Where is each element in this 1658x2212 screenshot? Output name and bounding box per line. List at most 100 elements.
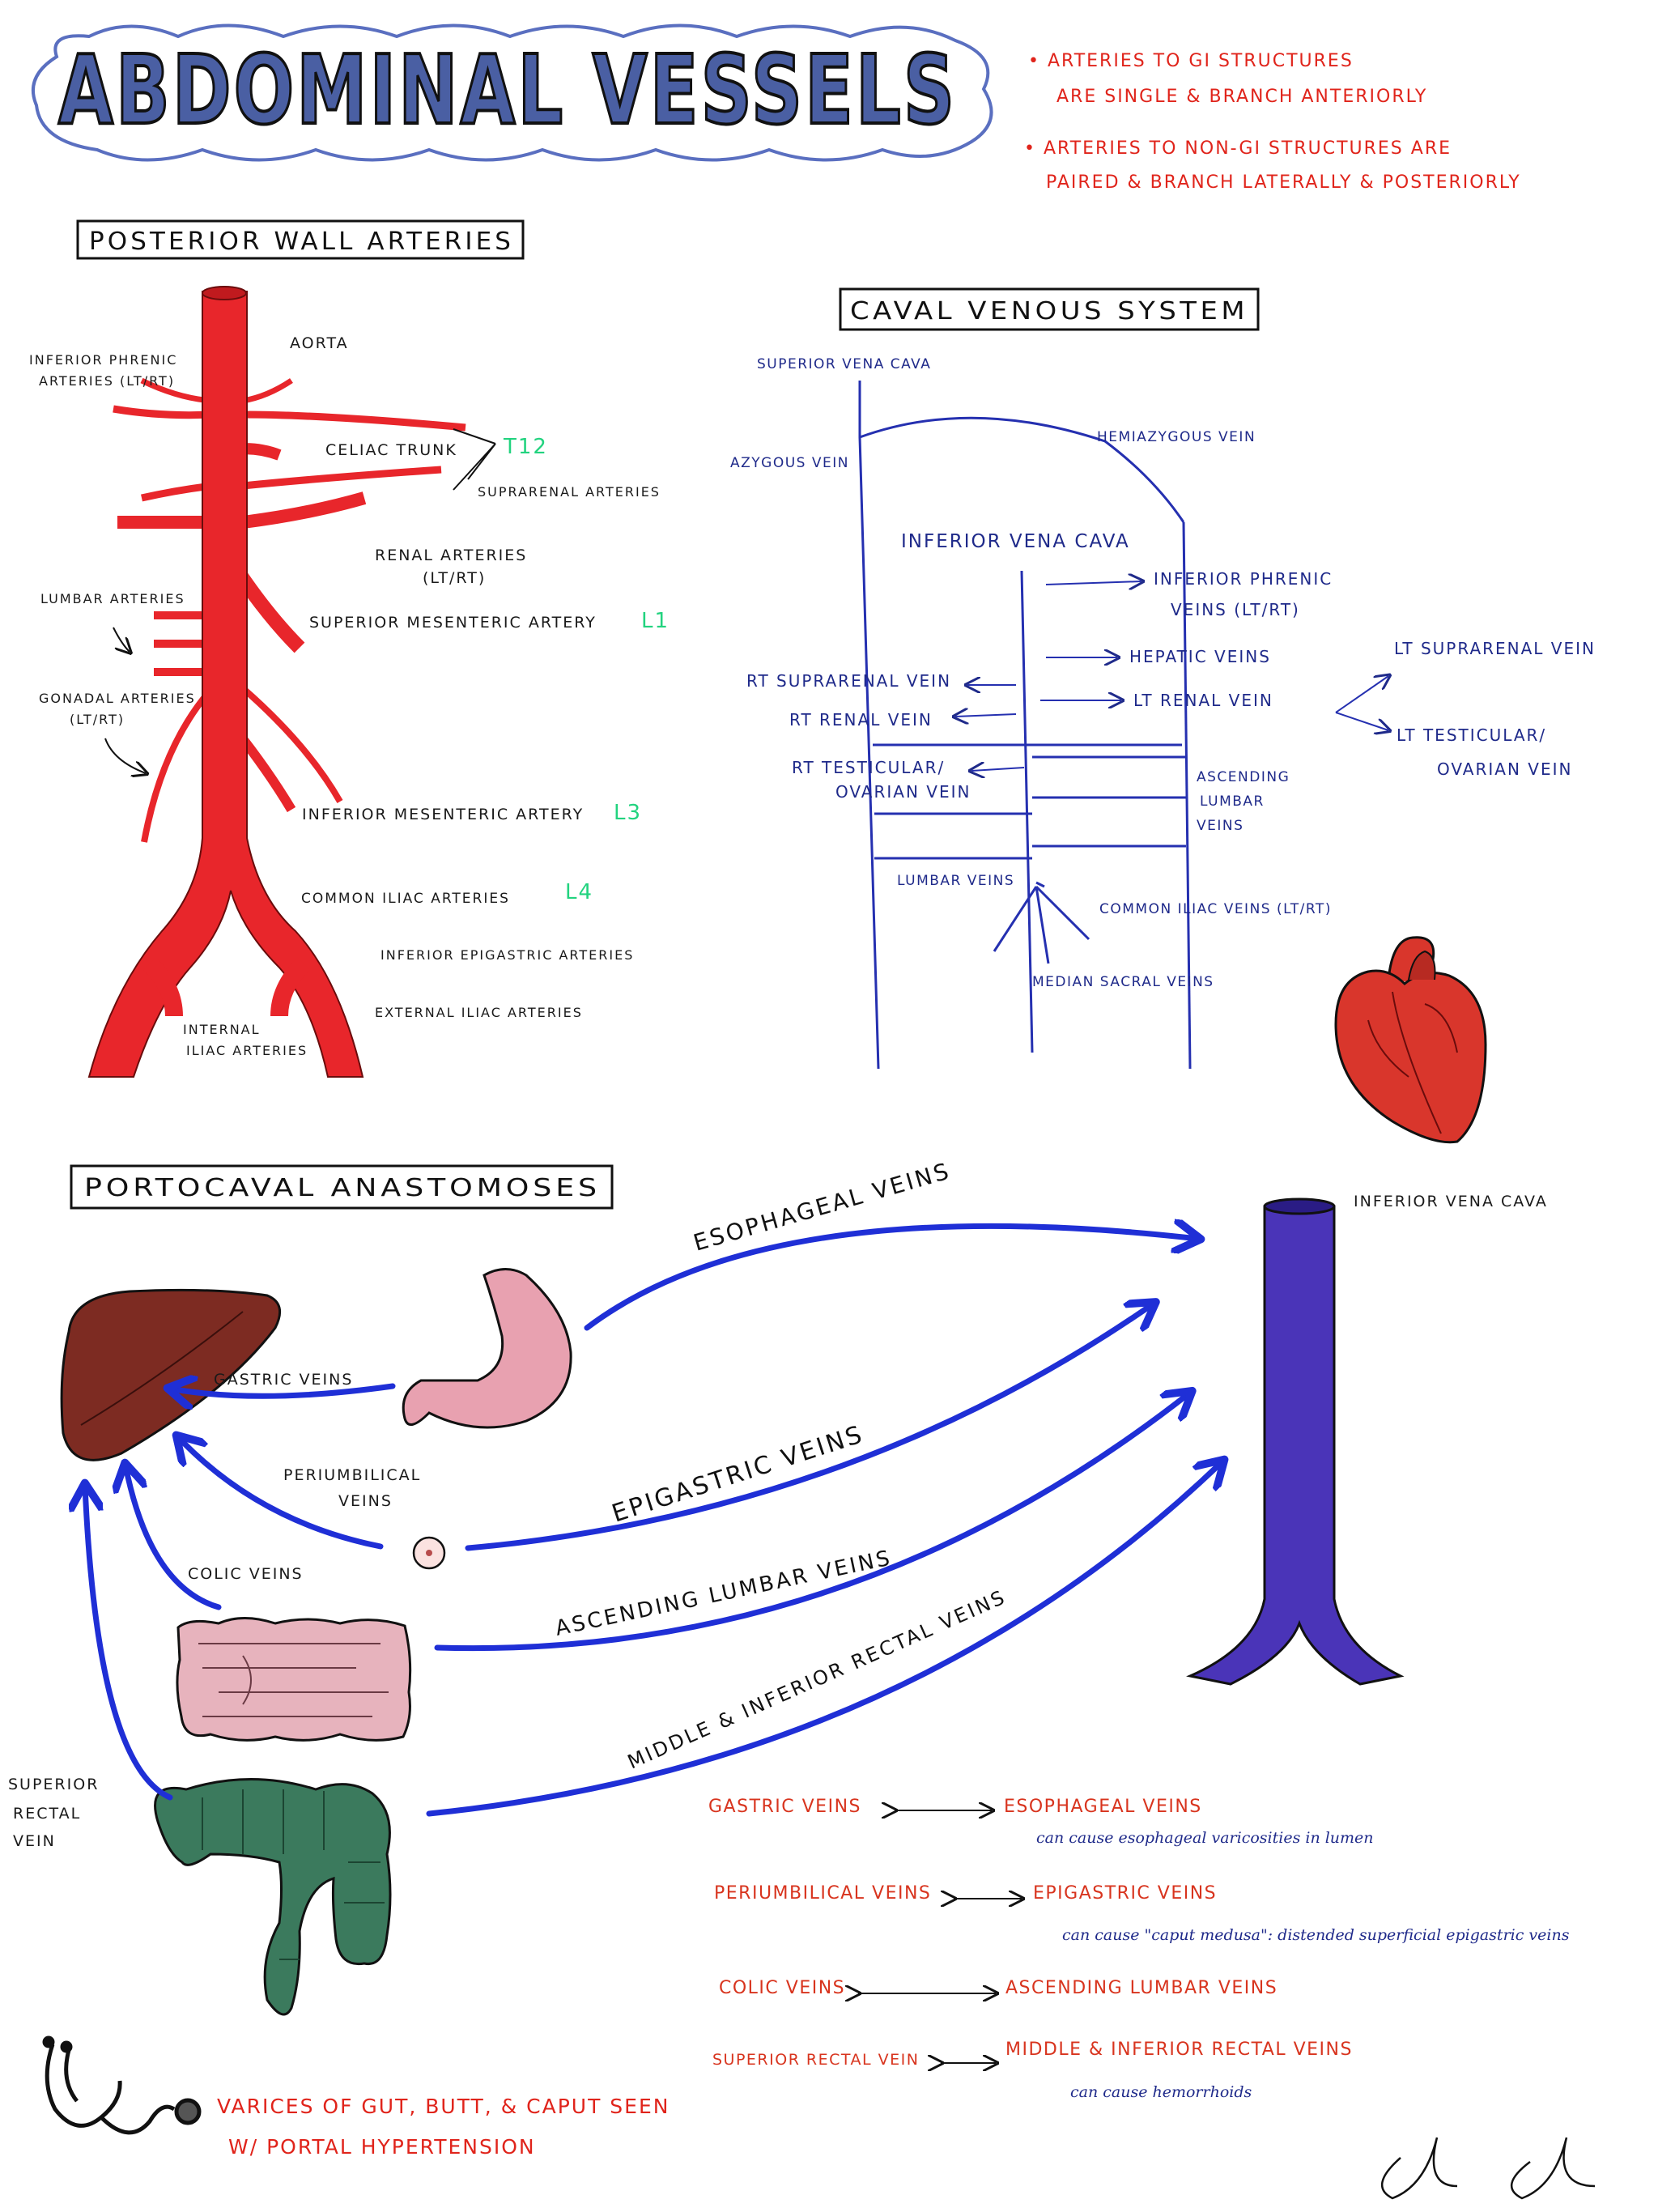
heart-detail <box>1367 991 1458 1134</box>
label-sma: SUPERIOR MESENTERIC ARTERY <box>309 614 597 632</box>
pair-4-note: can cause hemorrhoids <box>1070 2083 1252 2101</box>
inferior-phrenic-arteries <box>113 405 466 432</box>
key-point-1-line-1: • ARTERIES TO GI STRUCTURES <box>1028 51 1354 71</box>
ivc-body <box>1186 1205 1405 1686</box>
pair-3-right: ASCENDING LUMBAR VEINS <box>1005 1978 1278 1998</box>
label-esophageal-veins: ESOPHAGEAL VEINS <box>691 1157 954 1256</box>
stethoscope-icon <box>42 2035 202 2135</box>
label-external-iliac: EXTERNAL ILIAC ARTERIES <box>375 1005 583 1020</box>
arrow-rt-renal <box>955 714 1017 717</box>
portal-htn-line-1: VARICES OF GUT, BUTT, & CAPUT SEEN <box>217 2095 670 2118</box>
ivc-right-line <box>1020 570 1034 1053</box>
caval-heading: CAVAL VENOUS SYSTEM <box>850 297 1248 325</box>
gonadal-arteries <box>141 685 343 843</box>
stomach-body <box>402 1268 572 1429</box>
label-colic-veins: COLIC VEINS <box>188 1565 304 1583</box>
label-hemiazygous: HEMIAZYGOUS VEIN <box>1097 429 1256 445</box>
arrow-lt-testicular <box>1335 712 1388 730</box>
label-hepatic: HEPATIC VEINS <box>1129 647 1271 666</box>
small-intestine-body <box>176 1617 412 1742</box>
portocaval-heading: PORTOCAVAL ANASTOMOSES <box>84 1174 601 1202</box>
hemiazygous-arc <box>859 416 1185 523</box>
pair-2-note: can cause "caput medusa": distended supe… <box>1062 1926 1570 1944</box>
pair-4-left: SUPERIOR RECTAL VEIN <box>712 2051 919 2069</box>
pair-1-note: can cause esophageal varicosities in lum… <box>1036 1829 1374 1847</box>
label-ascending-lumbar-3: VEINS <box>1197 818 1244 834</box>
label-inferior-epigastric: INFERIOR EPIGASTRIC ARTERIES <box>380 947 634 963</box>
aorta-illustration <box>87 286 466 1078</box>
pair-1-left: GASTRIC VEINS <box>708 1797 861 1817</box>
key-point-2-line-1: • ARTERIES TO NON-GI STRUCTURES ARE <box>1024 138 1452 159</box>
label-superior-rectal-2: RECTAL <box>13 1805 81 1823</box>
label-superior-rectal-3: VEIN <box>13 1832 56 1850</box>
umbilicus-center <box>426 1550 432 1556</box>
label-common-iliac-veins: COMMON ILIAC VEINS (LT/RT) <box>1099 901 1332 917</box>
heart-illustration <box>1334 936 1487 1144</box>
label-aorta: AORTA <box>290 334 349 352</box>
label-rt-renal: RT RENAL VEIN <box>789 710 933 730</box>
posterior-wall-heading-box <box>76 219 525 260</box>
label-lt-testicular-1: LT TESTICULAR/ <box>1397 725 1546 745</box>
suprarenal-arteries <box>141 466 442 502</box>
label-internal-iliac-1: INTERNAL <box>183 1022 261 1037</box>
arrow-ascending-lumbar <box>434 1393 1190 1652</box>
caval-diagram <box>858 381 1388 1070</box>
posterior-wall-arteries-section: POSTERIOR WALL ARTERIES AORTA INFERIOR P… <box>29 219 670 1078</box>
label-inferior-phrenic-1: INFERIOR PHRENIC <box>29 352 177 368</box>
aorta-trunk <box>87 291 364 1078</box>
label-lt-renal: LT RENAL VEIN <box>1133 691 1273 710</box>
label-epigastric-veins: EPIGASTRIC VEINS <box>609 1420 868 1529</box>
ivc-top <box>1263 1197 1336 1215</box>
label-inf-phrenic-2: VEINS (LT/RT) <box>1171 600 1300 619</box>
label-median-sacral: MEDIAN SACRAL VEINS <box>1032 974 1214 990</box>
median-sacral-branches <box>993 885 1090 964</box>
renal-arteries <box>117 491 367 529</box>
umbilicus-illustration <box>412 1536 446 1570</box>
label-svc: SUPERIOR VENA CAVA <box>757 356 931 372</box>
ivc-illustration <box>1186 1197 1405 1686</box>
arrow-middle-inferior-rectal <box>426 1461 1222 1817</box>
label-ascending-lumbar-2: LUMBAR <box>1200 793 1265 810</box>
key-point-2-line-2: PAIRED & BRANCH LATERALLY & POSTERIORLY <box>1046 172 1521 193</box>
caval-heading-box <box>839 287 1260 331</box>
label-rt-suprarenal: RT SUPRARENAL VEIN <box>746 671 951 691</box>
title-banner: ABDOMINAL VESSELS <box>32 23 993 162</box>
pair-2-left: PERIUMBILICAL VEINS <box>714 1883 931 1904</box>
portal-htn-line-2: W/ PORTAL HYPERTENSION <box>228 2135 536 2159</box>
label-superior-rectal-1: SUPERIOR <box>8 1776 99 1793</box>
pair-1-right: ESOPHAGEAL VEINS <box>1004 1797 1202 1817</box>
anastomosis-arrows <box>85 1226 1222 1817</box>
lumbar-arteries <box>154 611 206 676</box>
label-lt-suprarenal: LT SUPRARENAL VEIN <box>1394 639 1596 658</box>
liver-ridge <box>80 1311 244 1426</box>
label-l4: L4 <box>565 880 593 904</box>
page-title: ABDOMINAL VESSELS <box>58 34 957 146</box>
arrow-inferior-phrenic <box>1045 581 1141 585</box>
key-point-1-line-2: ARE SINGLE & BRANCH ANTERIORLY <box>1056 87 1427 107</box>
posterior-wall-heading: POSTERIOR WALL ARTERIES <box>89 228 514 256</box>
arrow-superior-rectal <box>85 1486 173 1801</box>
lumbar-pointer-arrow <box>113 627 130 652</box>
pair-4-right: MIDDLE & INFERIOR RECTAL VEINS <box>1005 2040 1353 2060</box>
small-intestine-folds <box>198 1643 389 1717</box>
key-points: • ARTERIES TO GI STRUCTURES ARE SINGLE &… <box>1024 51 1521 193</box>
label-inferior-phrenic-2: ARTERIES (LT/RT) <box>39 373 175 389</box>
label-periumbilical-2: VEINS <box>338 1492 393 1510</box>
colon-haustra <box>202 1789 385 1960</box>
arrow-colic <box>125 1465 222 1610</box>
arrow-gastric <box>170 1386 396 1396</box>
label-portocaval-ivc: INFERIOR VENA CAVA <box>1354 1193 1548 1210</box>
label-l1: L1 <box>641 609 670 633</box>
label-ascending-lumbar-veins: ASCENDING LUMBAR VEINS <box>553 1546 894 1641</box>
label-gonadal-1: GONADAL ARTERIES <box>39 691 196 706</box>
label-celiac-trunk: CELIAC TRUNK <box>325 441 457 459</box>
label-gastric-veins: GASTRIC VEINS <box>214 1371 353 1389</box>
label-lumbar-veins: LUMBAR VEINS <box>897 873 1014 889</box>
pair-2-right: EPIGASTRIC VEINS <box>1033 1883 1217 1904</box>
arrow-epigastric <box>465 1304 1154 1551</box>
arrow-lt-suprarenal <box>1335 676 1388 713</box>
label-gonadal-2: (LT/RT) <box>70 712 125 727</box>
label-l3: L3 <box>614 801 642 825</box>
label-lt-testicular-2: OVARIAN VEIN <box>1437 759 1572 779</box>
